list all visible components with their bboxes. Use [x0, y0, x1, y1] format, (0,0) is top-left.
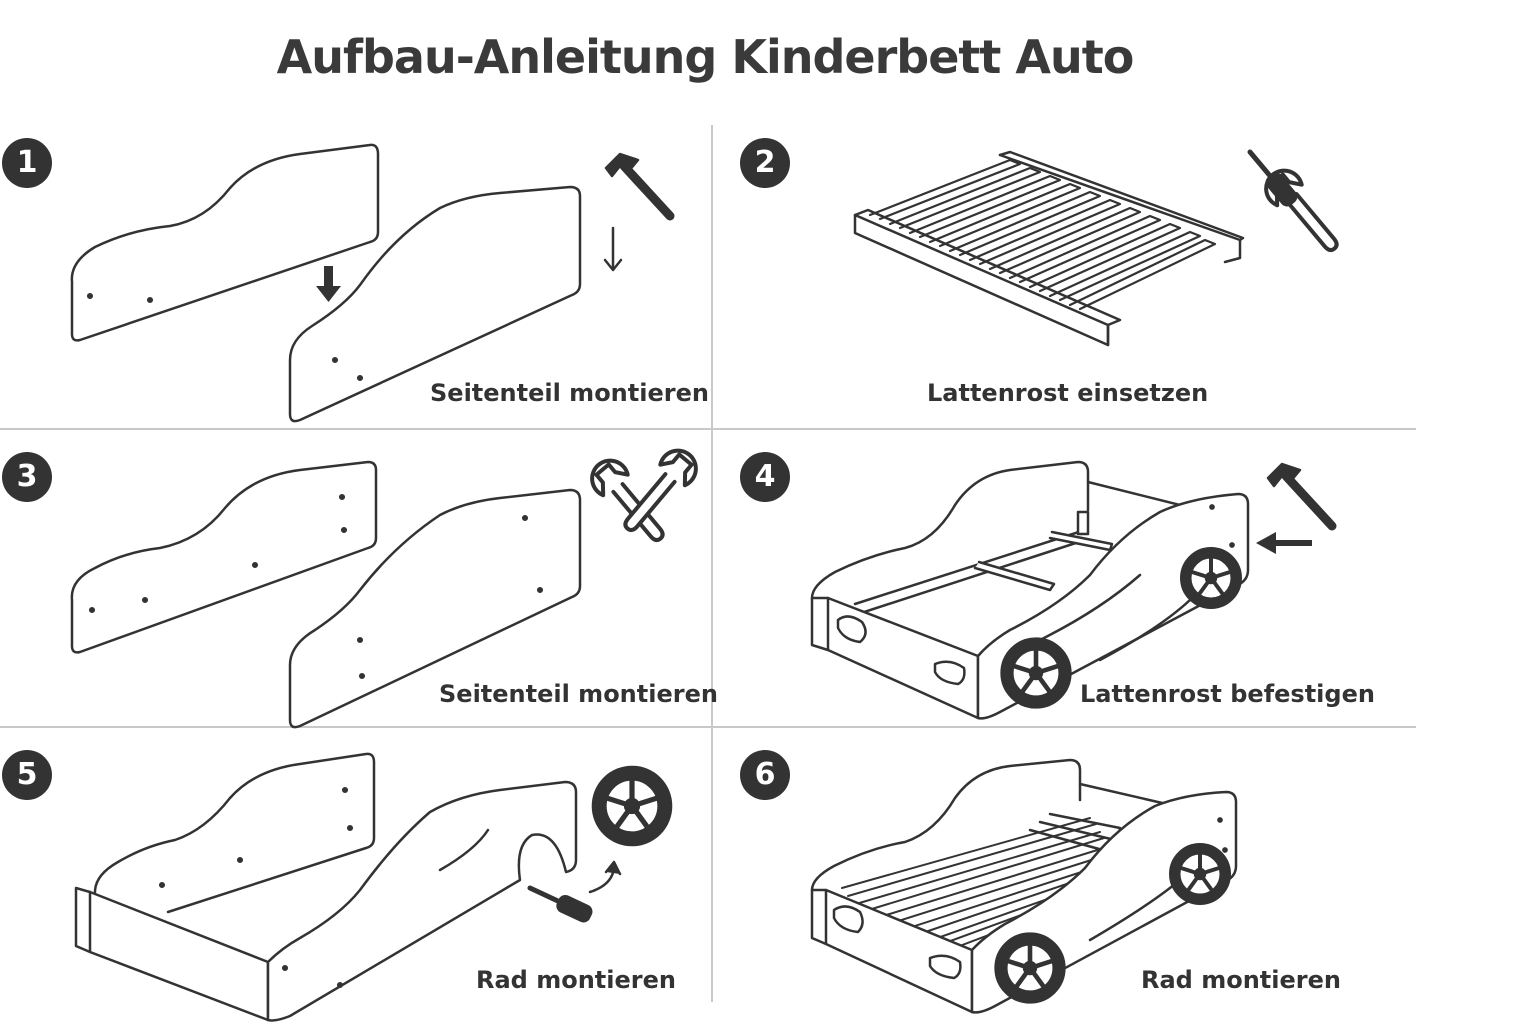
step-2-caption: Lattenrost einsetzen — [927, 379, 1209, 407]
step-number-5: 5 — [2, 750, 52, 800]
step-2-slatted-frame — [853, 150, 1245, 347]
step-1-hammer-icon — [606, 154, 670, 216]
step-6-rear-wheel — [1168, 842, 1232, 906]
page-title: Aufbau-Anleitung Kinderbett Auto — [276, 30, 1135, 84]
step-5-curved-arrow — [588, 860, 622, 894]
step-1-side-panel-a — [70, 143, 380, 342]
step-6-caption: Rad montieren — [1141, 966, 1341, 994]
step-1-arrow-down — [316, 266, 341, 302]
step-2-tools — [1244, 147, 1351, 263]
panel-dividers — [0, 125, 1416, 1002]
step-number-3: 3 — [2, 452, 52, 502]
step-3-caption: Seitenteil montieren — [439, 680, 718, 708]
step-5-caption: Rad montieren — [476, 966, 676, 994]
step-5-wheel — [593, 767, 671, 845]
step-3-side-panel-b — [288, 488, 582, 729]
step-4-rear-wheel — [1179, 546, 1243, 610]
step-1-caption: Seitenteil montieren — [430, 379, 709, 407]
step-1-side-panel-b — [288, 185, 582, 423]
step-4-hammer-icon — [1268, 464, 1332, 526]
step-1-arrow-thin — [603, 226, 623, 272]
step-number-6: 6 — [740, 750, 790, 800]
step-4-front-wheel — [1001, 639, 1070, 708]
step-6-front-wheel — [996, 934, 1065, 1003]
step-4-caption: Lattenrost befestigen — [1080, 680, 1375, 708]
step-number-4: 4 — [740, 452, 790, 502]
step-5-assembly — [74, 752, 578, 1022]
step-number-2: 2 — [740, 138, 790, 188]
step-3-side-panel-a — [70, 460, 378, 654]
step-3-tools — [582, 441, 706, 553]
step-number-1: 1 — [2, 138, 52, 188]
step-4-arrow-left — [1256, 532, 1312, 554]
step-5-screwdriver-icon — [527, 881, 594, 923]
